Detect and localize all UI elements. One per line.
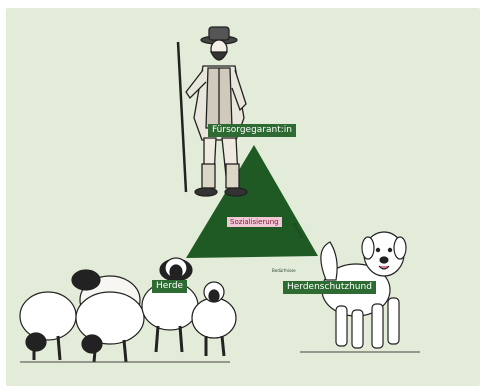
center-label-socialisation: Sozialisierung [227, 217, 282, 227]
node-label-caregiver: Fürsorgegarant:in [208, 124, 296, 137]
node-label-guardian-dog: Herdenschutzhund [283, 281, 376, 294]
node-label-flock: Herde [152, 280, 188, 293]
edge-label-needs: Bedürfnisse [272, 268, 296, 273]
sheep-flock-illustration [19, 257, 237, 363]
shepherd-illustration [176, 26, 248, 197]
socialisation-triangle [186, 145, 318, 258]
